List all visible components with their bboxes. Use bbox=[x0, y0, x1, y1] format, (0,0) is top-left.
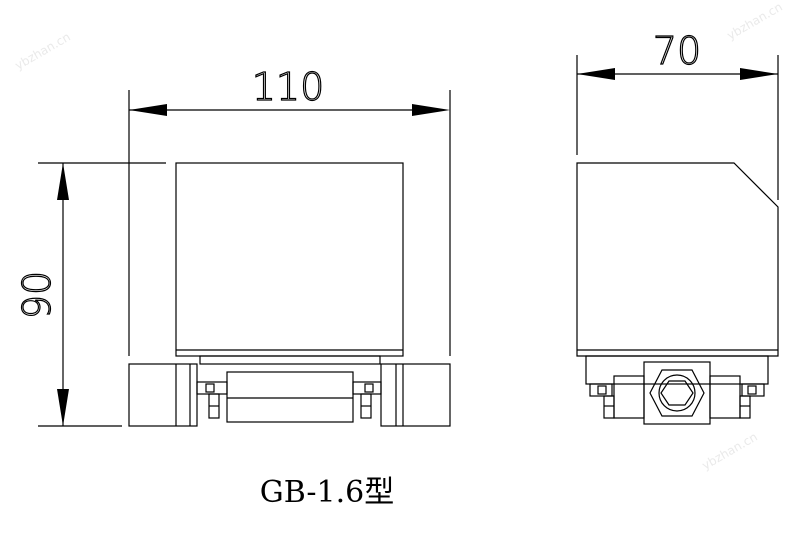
front-view bbox=[128, 162, 451, 427]
model-caption: GB-1.6型 bbox=[260, 475, 394, 510]
front-right-foot bbox=[380, 363, 451, 427]
arrowhead-side-left bbox=[577, 68, 615, 80]
hex-nut-outer bbox=[649, 369, 705, 417]
side-nut-housing bbox=[643, 361, 711, 425]
front-height-label: 90 bbox=[15, 271, 59, 319]
hex-nut-inner bbox=[660, 380, 694, 406]
watermark-bottom-right: ybzhan.cn bbox=[700, 430, 760, 473]
front-base-plate bbox=[199, 355, 381, 365]
front-width-dimension bbox=[128, 90, 451, 356]
side-view bbox=[576, 162, 779, 425]
front-body bbox=[175, 162, 404, 357]
watermark-top-right: ybzhan.cn bbox=[725, 0, 785, 43]
arrowhead-bottom bbox=[57, 389, 69, 426]
arrowhead-side-right bbox=[740, 68, 778, 80]
arrowhead-left bbox=[129, 104, 167, 116]
front-middle-rail bbox=[226, 371, 354, 423]
hex-nut-ring bbox=[658, 374, 696, 412]
front-left-foot bbox=[128, 363, 198, 427]
side-width-dimension bbox=[576, 55, 779, 200]
side-body bbox=[576, 162, 779, 357]
side-width-label: 70 bbox=[653, 29, 701, 73]
side-right-fitting bbox=[741, 383, 765, 397]
arrowhead-top bbox=[57, 163, 69, 200]
side-left-fitting bbox=[589, 383, 613, 397]
front-width-label: 110 bbox=[252, 65, 325, 109]
arrowhead-right bbox=[412, 104, 450, 116]
front-height-dimension bbox=[38, 162, 166, 427]
side-base-plate bbox=[585, 355, 769, 385]
watermark-top-left: ybzhan.cn bbox=[13, 30, 73, 73]
